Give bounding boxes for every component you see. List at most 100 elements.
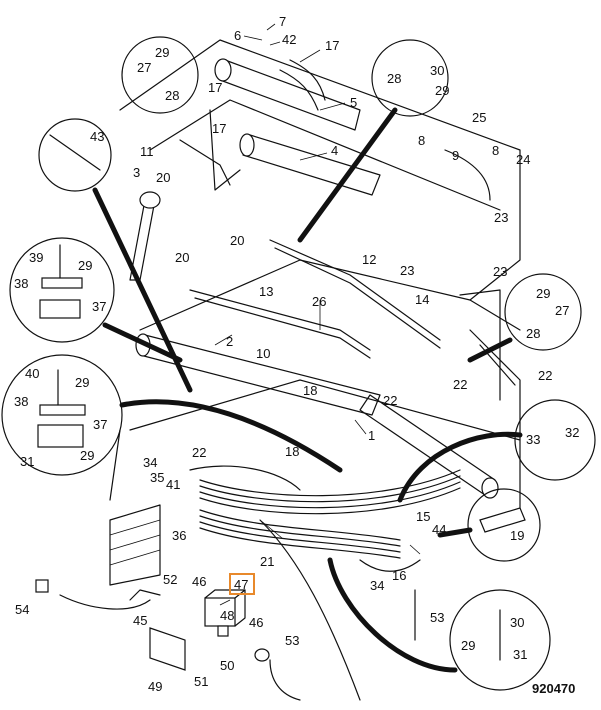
callout-16: 16 [392,568,406,583]
cylinder-3 [129,191,161,281]
callout-46b: 46 [249,615,263,630]
callout-13: 13 [259,284,273,299]
callout-47: 47 [234,577,248,592]
callout-labels: 1 2 3 4 5 6 7 8 8 9 10 11 12 13 14 15 16… [14,14,579,694]
callout-27a: 27 [137,60,151,75]
callout-46a: 46 [192,574,206,589]
callout-7: 7 [279,14,286,29]
callout-17c: 17 [212,121,226,136]
detail-circle-28-29-30 [371,39,449,117]
detail-circle-clamp-lower [1,354,123,476]
callout-28b: 28 [387,71,401,86]
callout-40: 40 [25,366,39,381]
callout-30a: 30 [430,63,444,78]
callout-42: 42 [282,32,296,47]
cylinder-1 [359,394,499,499]
highlight-47-box [229,573,255,595]
boom-body [109,39,521,701]
callout-41: 41 [166,477,180,492]
callout-31a: 31 [20,454,34,469]
callout-37b: 37 [93,417,107,432]
callout-53a: 53 [285,633,299,648]
callout-1: 1 [368,428,375,443]
callout-21: 21 [260,554,274,569]
callout-29d: 29 [78,258,92,273]
hoses [59,59,521,701]
callout-30b: 30 [510,615,524,630]
callout-17a: 17 [325,38,339,53]
callout-48: 48 [220,608,234,623]
fitting-54 [35,579,49,593]
callout-54: 54 [15,602,29,617]
callout-32: 32 [565,425,579,440]
callout-18a: 18 [303,383,317,398]
callout-36: 36 [172,528,186,543]
detail-circle-43 [38,118,112,192]
fitting-53 [254,648,270,662]
callout-10: 10 [256,346,270,361]
callout-22a: 22 [192,445,206,460]
callout-3: 3 [133,165,140,180]
callout-22c: 22 [453,377,467,392]
detail-circle-27-28-29-right [504,273,582,351]
callout-9: 9 [452,148,459,163]
callout-45: 45 [133,613,147,628]
cylinder-4 [239,133,381,196]
callout-50: 50 [220,658,234,673]
callout-28a: 28 [165,88,179,103]
callout-5: 5 [350,95,357,110]
callout-49: 49 [148,679,162,694]
callout-4: 4 [331,143,338,158]
callout-29a: 29 [155,45,169,60]
valve-block-47 [204,589,246,637]
callout-29f: 29 [80,448,94,463]
callout-37a: 37 [92,299,106,314]
callout-12: 12 [362,252,376,267]
callout-28c: 28 [526,326,540,341]
callout-38a: 38 [14,276,28,291]
callout-17b: 17 [208,80,222,95]
callout-33: 33 [526,432,540,447]
callout-15: 15 [416,509,430,524]
callout-14: 14 [415,292,429,307]
detail-circle-clamp-upper [9,237,115,343]
callout-23a: 23 [494,210,508,225]
callout-25: 25 [472,110,486,125]
detail-circle-29-30-31 [449,589,551,691]
callout-19: 19 [510,528,524,543]
callout-29g: 29 [461,638,475,653]
detail-circle-32-33 [514,399,596,481]
callout-38b: 38 [14,394,28,409]
callout-20a: 20 [156,170,170,185]
callout-20c: 20 [175,250,189,265]
callout-leaders [214,23,421,606]
callout-29c: 29 [536,286,550,301]
callout-26: 26 [312,294,326,309]
callout-8b: 8 [492,143,499,158]
callout-11: 11 [140,144,154,159]
callout-51: 51 [194,674,208,689]
detail-leaders [92,107,523,673]
callout-39: 39 [29,250,43,265]
detail-circle-19 [467,488,541,562]
callout-18b: 18 [285,444,299,459]
callout-29e: 29 [75,375,89,390]
callout-34b: 34 [370,578,384,593]
callout-43: 43 [90,129,104,144]
callout-52: 52 [163,572,177,587]
callout-20b: 20 [230,233,244,248]
callout-27b: 27 [555,303,569,318]
callout-22d: 22 [538,368,552,383]
manifold-stack [109,504,161,586]
detail-circle-27-28-29 [121,36,199,114]
callout-34a: 34 [143,455,157,470]
callout-35: 35 [150,470,164,485]
callout-53b: 53 [430,610,444,625]
callout-2: 2 [226,334,233,349]
cylinder-5 [214,58,361,131]
callout-23c: 23 [493,264,507,279]
plate-45 [149,627,186,671]
callout-24: 24 [516,152,530,167]
callout-31b: 31 [513,647,527,662]
